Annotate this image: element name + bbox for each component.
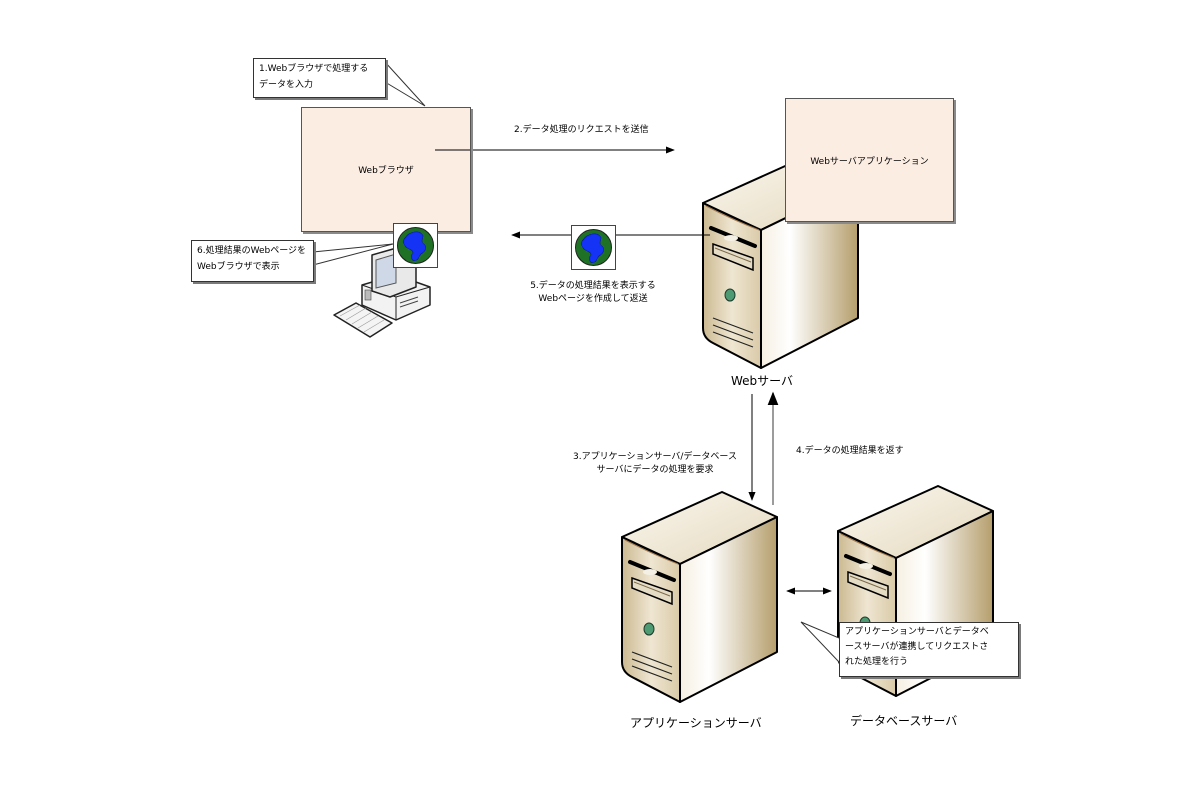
step4-label: 4.データの処理結果を返す <box>796 446 904 456</box>
web-server-app-box: Webサーバアプリケーション <box>785 98 954 222</box>
callout-collab-tail <box>800 621 840 663</box>
step1-line2: データを入力 <box>259 80 314 90</box>
web-server-app-label: Webサーバアプリケーション <box>810 156 929 167</box>
collab-line2: ースサーバが連携してリクエストさ <box>845 642 989 652</box>
globe-card-response <box>571 225 616 270</box>
collab-line1: アプリケーションサーバとデータベ <box>845 627 989 637</box>
desktop-computer-icon <box>333 246 431 338</box>
callout-step6: 6.処理結果のWebページを Webブラウザで表示 <box>191 240 314 282</box>
application-server-label: アプリケーションサーバ <box>630 716 762 730</box>
application-server-tower <box>620 490 779 704</box>
step1-line1: 1.Webブラウザで処理する <box>259 64 369 74</box>
step6-line2: Webブラウザで表示 <box>197 262 280 272</box>
web-browser-box: Webブラウザ <box>301 107 471 232</box>
step5-label: 5.データの処理結果を表示する Webページを作成して返送 <box>528 280 658 306</box>
step3-line2: サーバにデータの処理を要求 <box>596 465 714 475</box>
callout-step1-tail <box>384 61 426 107</box>
web-browser-label: Webブラウザ <box>358 166 414 176</box>
step5-line2: Webページを作成して返送 <box>538 294 648 304</box>
step5-line1: 5.データの処理結果を表示する <box>530 281 656 291</box>
callout-app-db-collab: アプリケーションサーバとデータベ ースサーバが連携してリクエストさ れた処理を行… <box>839 622 1019 677</box>
step2-label: 2.データ処理のリクエストを送信 <box>514 125 649 135</box>
database-server-label: データベースサーバ <box>850 714 958 728</box>
step6-line1: 6.処理結果のWebページを <box>197 246 307 256</box>
collab-line3: れた処理を行う <box>845 657 909 667</box>
globe-icon <box>397 227 434 264</box>
step3-label: 3.アプリケーションサーバ/データベース サーバにデータの処理を要求 <box>560 451 750 477</box>
step3-line1: 3.アプリケーションサーバ/データベース <box>573 452 737 462</box>
callout-step1: 1.Webブラウザで処理する データを入力 <box>253 58 386 98</box>
globe-icon <box>575 229 612 266</box>
globe-card-browser <box>393 223 438 268</box>
web-server-label: Webサーバ <box>731 374 794 388</box>
